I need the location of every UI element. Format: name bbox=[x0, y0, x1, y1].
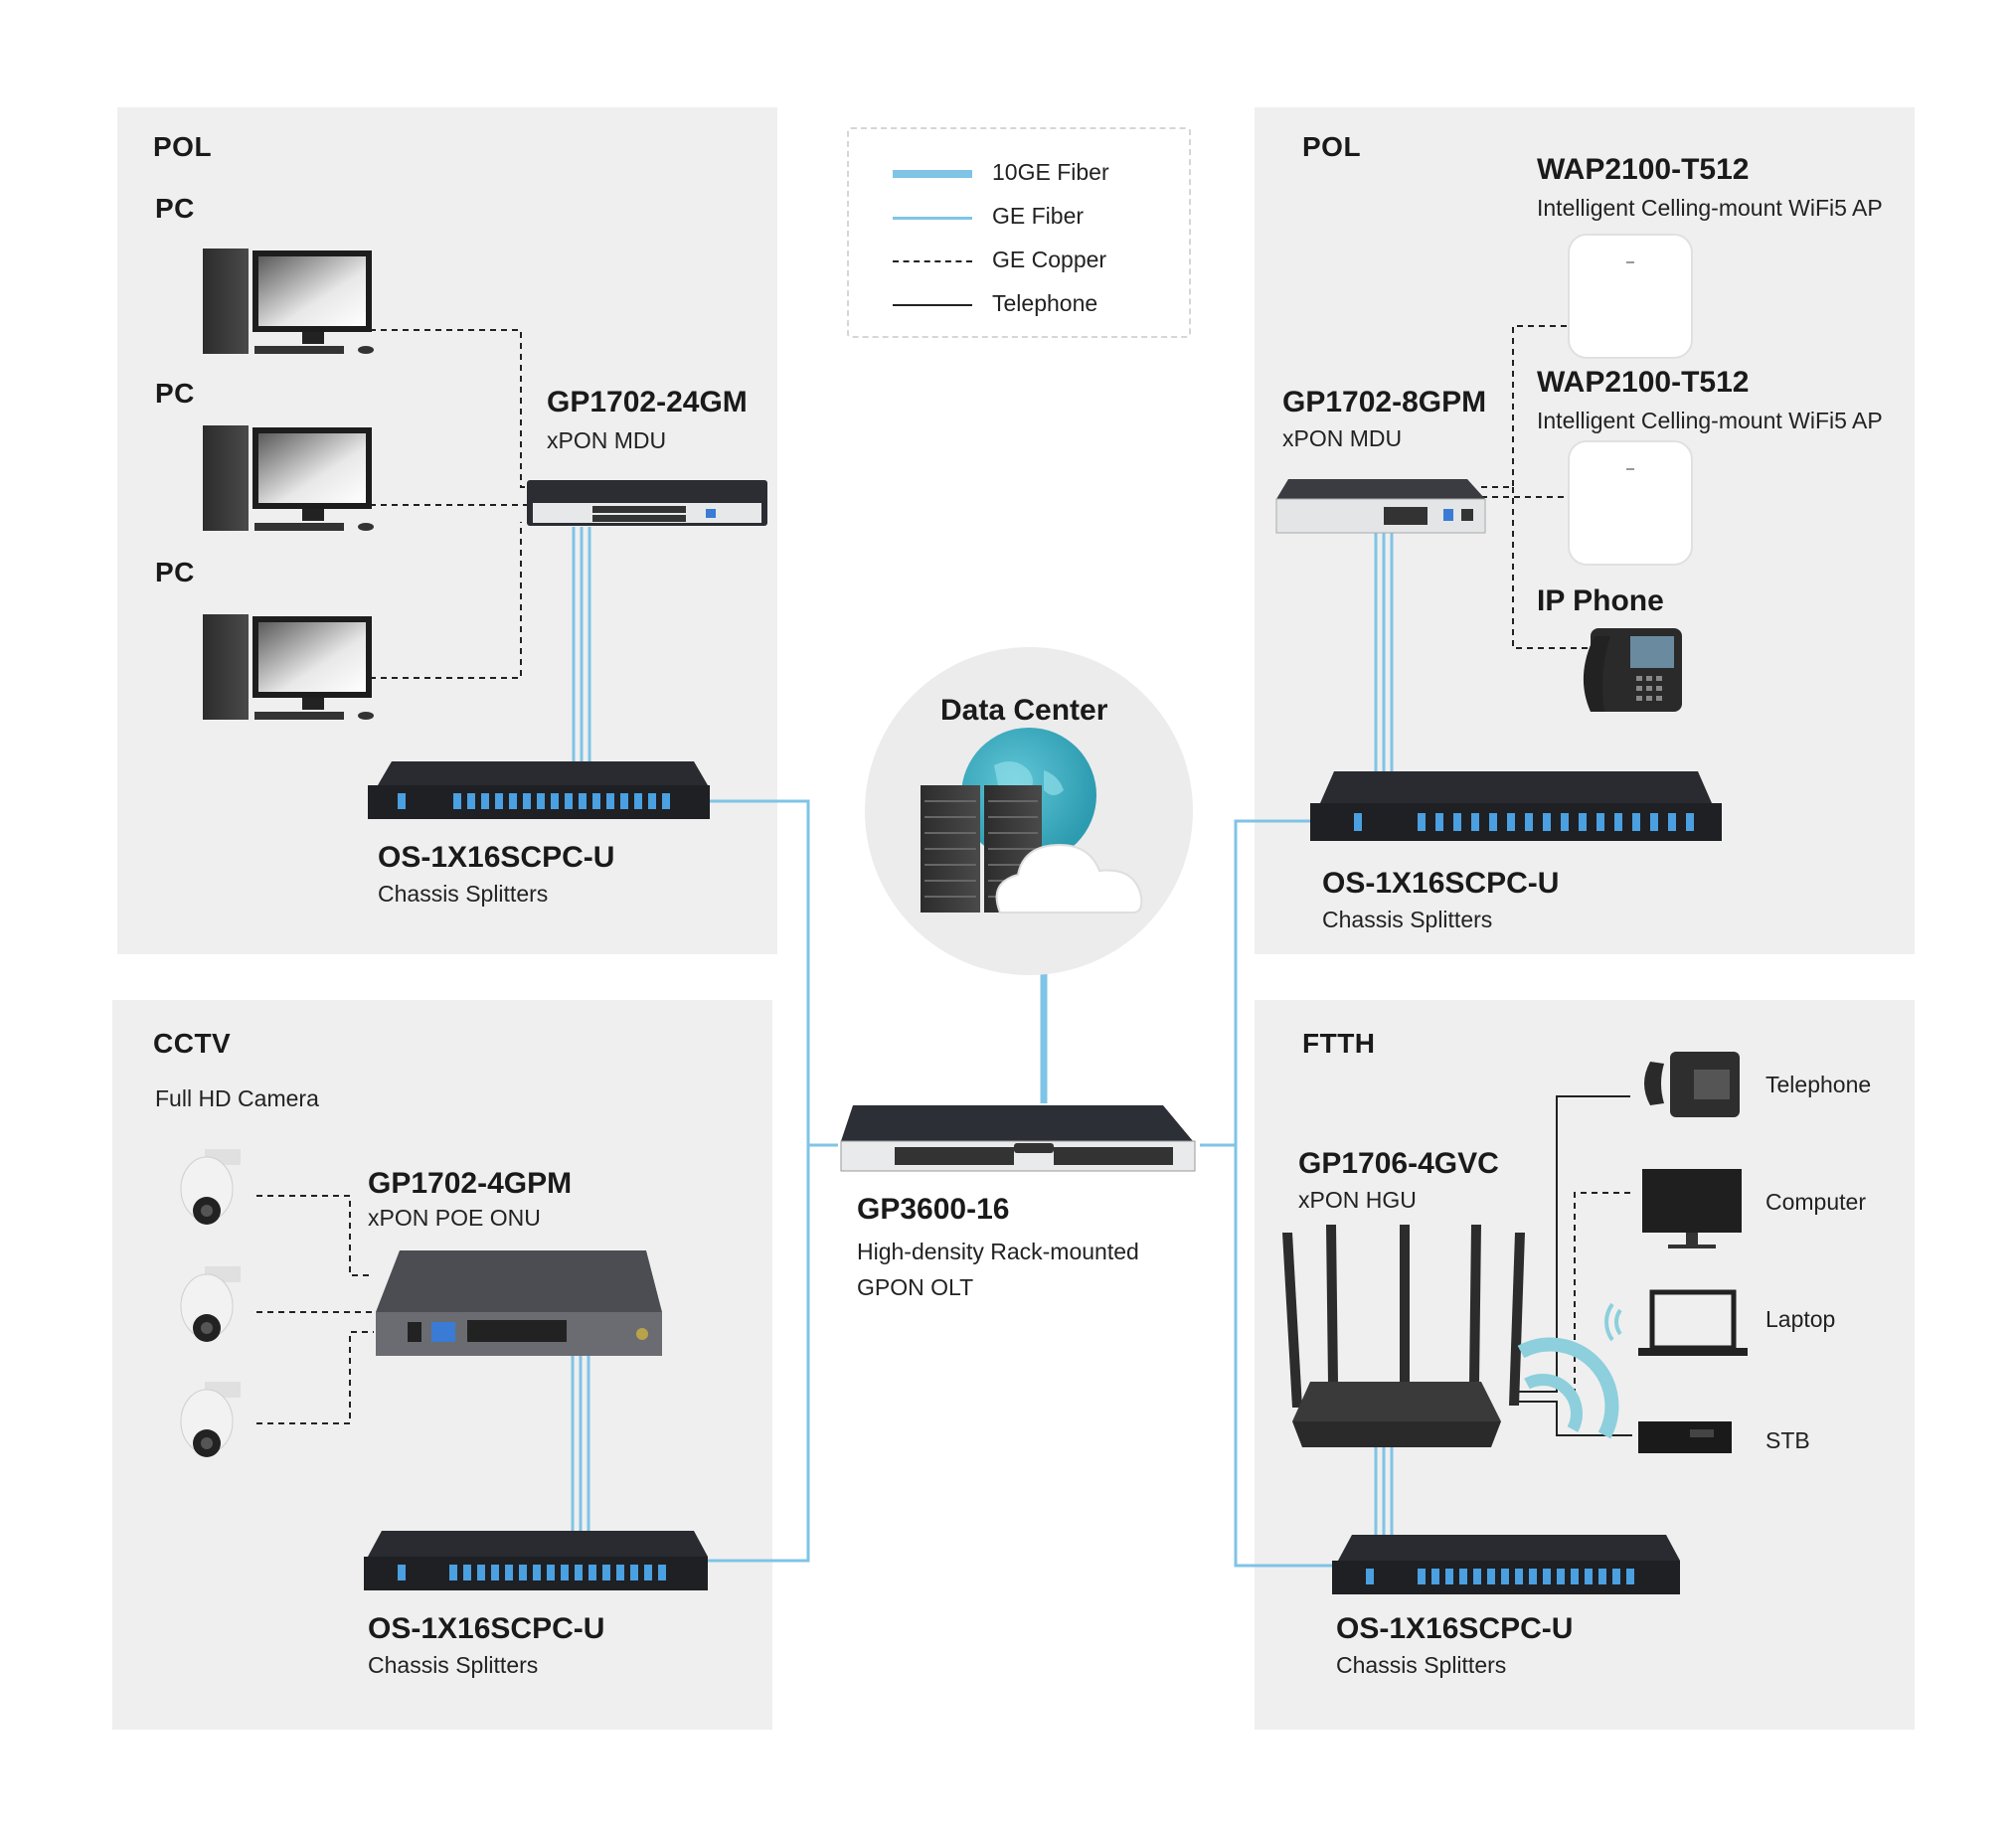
mdu-8gpm-device bbox=[1275, 479, 1486, 534]
camera-label: Full HD Camera bbox=[155, 1085, 319, 1111]
splitter-pol-right bbox=[1310, 771, 1722, 841]
splitter-cctv-model: OS-1X16SCPC-U bbox=[368, 1612, 605, 1645]
panel-cctv bbox=[112, 1000, 772, 1730]
splitter-right-sub: Chassis Splitters bbox=[1322, 907, 1493, 932]
splitter-ftth bbox=[1332, 1535, 1680, 1594]
splitter-left-model: OS-1X16SCPC-U bbox=[378, 841, 615, 874]
onu-sub: xPON POE ONU bbox=[368, 1205, 541, 1231]
olt-sub-line1: High-density Rack-mounted bbox=[857, 1239, 1139, 1264]
legend-10ge-fiber: 10GE Fiber bbox=[849, 157, 1189, 191]
splitter-ftth-model: OS-1X16SCPC-U bbox=[1336, 1612, 1574, 1645]
ip-phone-icon bbox=[1583, 628, 1682, 712]
telephone-lines bbox=[1513, 1095, 1632, 1436]
legend-ge-copper: GE Copper bbox=[849, 245, 1189, 278]
datacenter-graphic bbox=[865, 647, 1193, 975]
olt-device bbox=[840, 1105, 1196, 1172]
laptop-icon bbox=[1604, 1289, 1748, 1356]
access-point-icon bbox=[1568, 440, 1693, 566]
pc-icon bbox=[203, 249, 374, 354]
stb-icon bbox=[1638, 1421, 1732, 1453]
legend-telephone: Telephone bbox=[849, 288, 1189, 322]
splitter-ports bbox=[398, 793, 670, 809]
ip-phone-label: IP Phone bbox=[1537, 584, 1664, 617]
access-point-icon bbox=[1568, 234, 1693, 359]
olt-sub-line2: GPON OLT bbox=[857, 1274, 974, 1300]
camera-icon bbox=[180, 1149, 241, 1225]
pc-icon bbox=[203, 614, 374, 720]
ap1-sub: Intelligent Celling-mount WiFi5 AP bbox=[1537, 195, 1883, 221]
ap2-model: WAP2100-T512 bbox=[1537, 366, 1750, 399]
mdu-24gm-device bbox=[527, 480, 767, 526]
label-pc-2: PC bbox=[155, 378, 195, 409]
telephone-label: Telephone bbox=[1765, 1072, 1872, 1097]
onu-model: GP1702-4GPM bbox=[368, 1167, 573, 1200]
hgu-router-device bbox=[1282, 1225, 1619, 1447]
pc-icon bbox=[203, 425, 374, 531]
fiber-lines bbox=[571, 527, 1394, 1568]
mdu-right-model: GP1702-8GPM bbox=[1282, 386, 1487, 418]
splitter-ftth-sub: Chassis Splitters bbox=[1336, 1652, 1507, 1678]
splitter-right-model: OS-1X16SCPC-U bbox=[1322, 867, 1560, 900]
legend-ge-fiber: GE Fiber bbox=[849, 201, 1189, 235]
section-title-ftth: FTTH bbox=[1302, 1028, 1376, 1059]
mdu-left-sub: xPON MDU bbox=[547, 427, 667, 453]
datacenter-label: Data Center bbox=[940, 694, 1108, 727]
mdu-right-sub: xPON MDU bbox=[1282, 425, 1403, 451]
label-pc-3: PC bbox=[155, 557, 195, 587]
olt-model: GP3600-16 bbox=[857, 1193, 1010, 1226]
stb-label: STB bbox=[1765, 1427, 1810, 1453]
hgu-sub: xPON HGU bbox=[1298, 1187, 1417, 1213]
panel-ftth bbox=[1255, 1000, 1915, 1730]
camera-icon bbox=[180, 1266, 241, 1342]
computer-icon bbox=[1642, 1169, 1742, 1248]
section-title-pol-left: POL bbox=[153, 131, 213, 162]
ap2-sub: Intelligent Celling-mount WiFi5 AP bbox=[1537, 408, 1883, 433]
splitter-cctv bbox=[364, 1531, 708, 1590]
telephone-icon bbox=[1644, 1052, 1740, 1117]
poe-onu-device bbox=[376, 1250, 662, 1356]
label-pc-1: PC bbox=[155, 193, 195, 224]
camera-icon bbox=[180, 1382, 241, 1457]
splitter-left-sub: Chassis Splitters bbox=[378, 881, 549, 907]
hgu-model: GP1706-4GVC bbox=[1298, 1147, 1499, 1180]
computer-label: Computer bbox=[1765, 1189, 1866, 1215]
laptop-label: Laptop bbox=[1765, 1306, 1836, 1332]
section-title-pol-right: POL bbox=[1302, 131, 1362, 162]
section-title-cctv: CCTV bbox=[153, 1028, 232, 1059]
splitter-cctv-sub: Chassis Splitters bbox=[368, 1652, 539, 1678]
mdu-left-model: GP1702-24GM bbox=[547, 386, 748, 418]
splitter-pol-left bbox=[368, 761, 710, 819]
ap1-model: WAP2100-T512 bbox=[1537, 153, 1750, 186]
legend: 10GE Fiber GE Fiber GE Copper Telephone bbox=[847, 127, 1191, 338]
